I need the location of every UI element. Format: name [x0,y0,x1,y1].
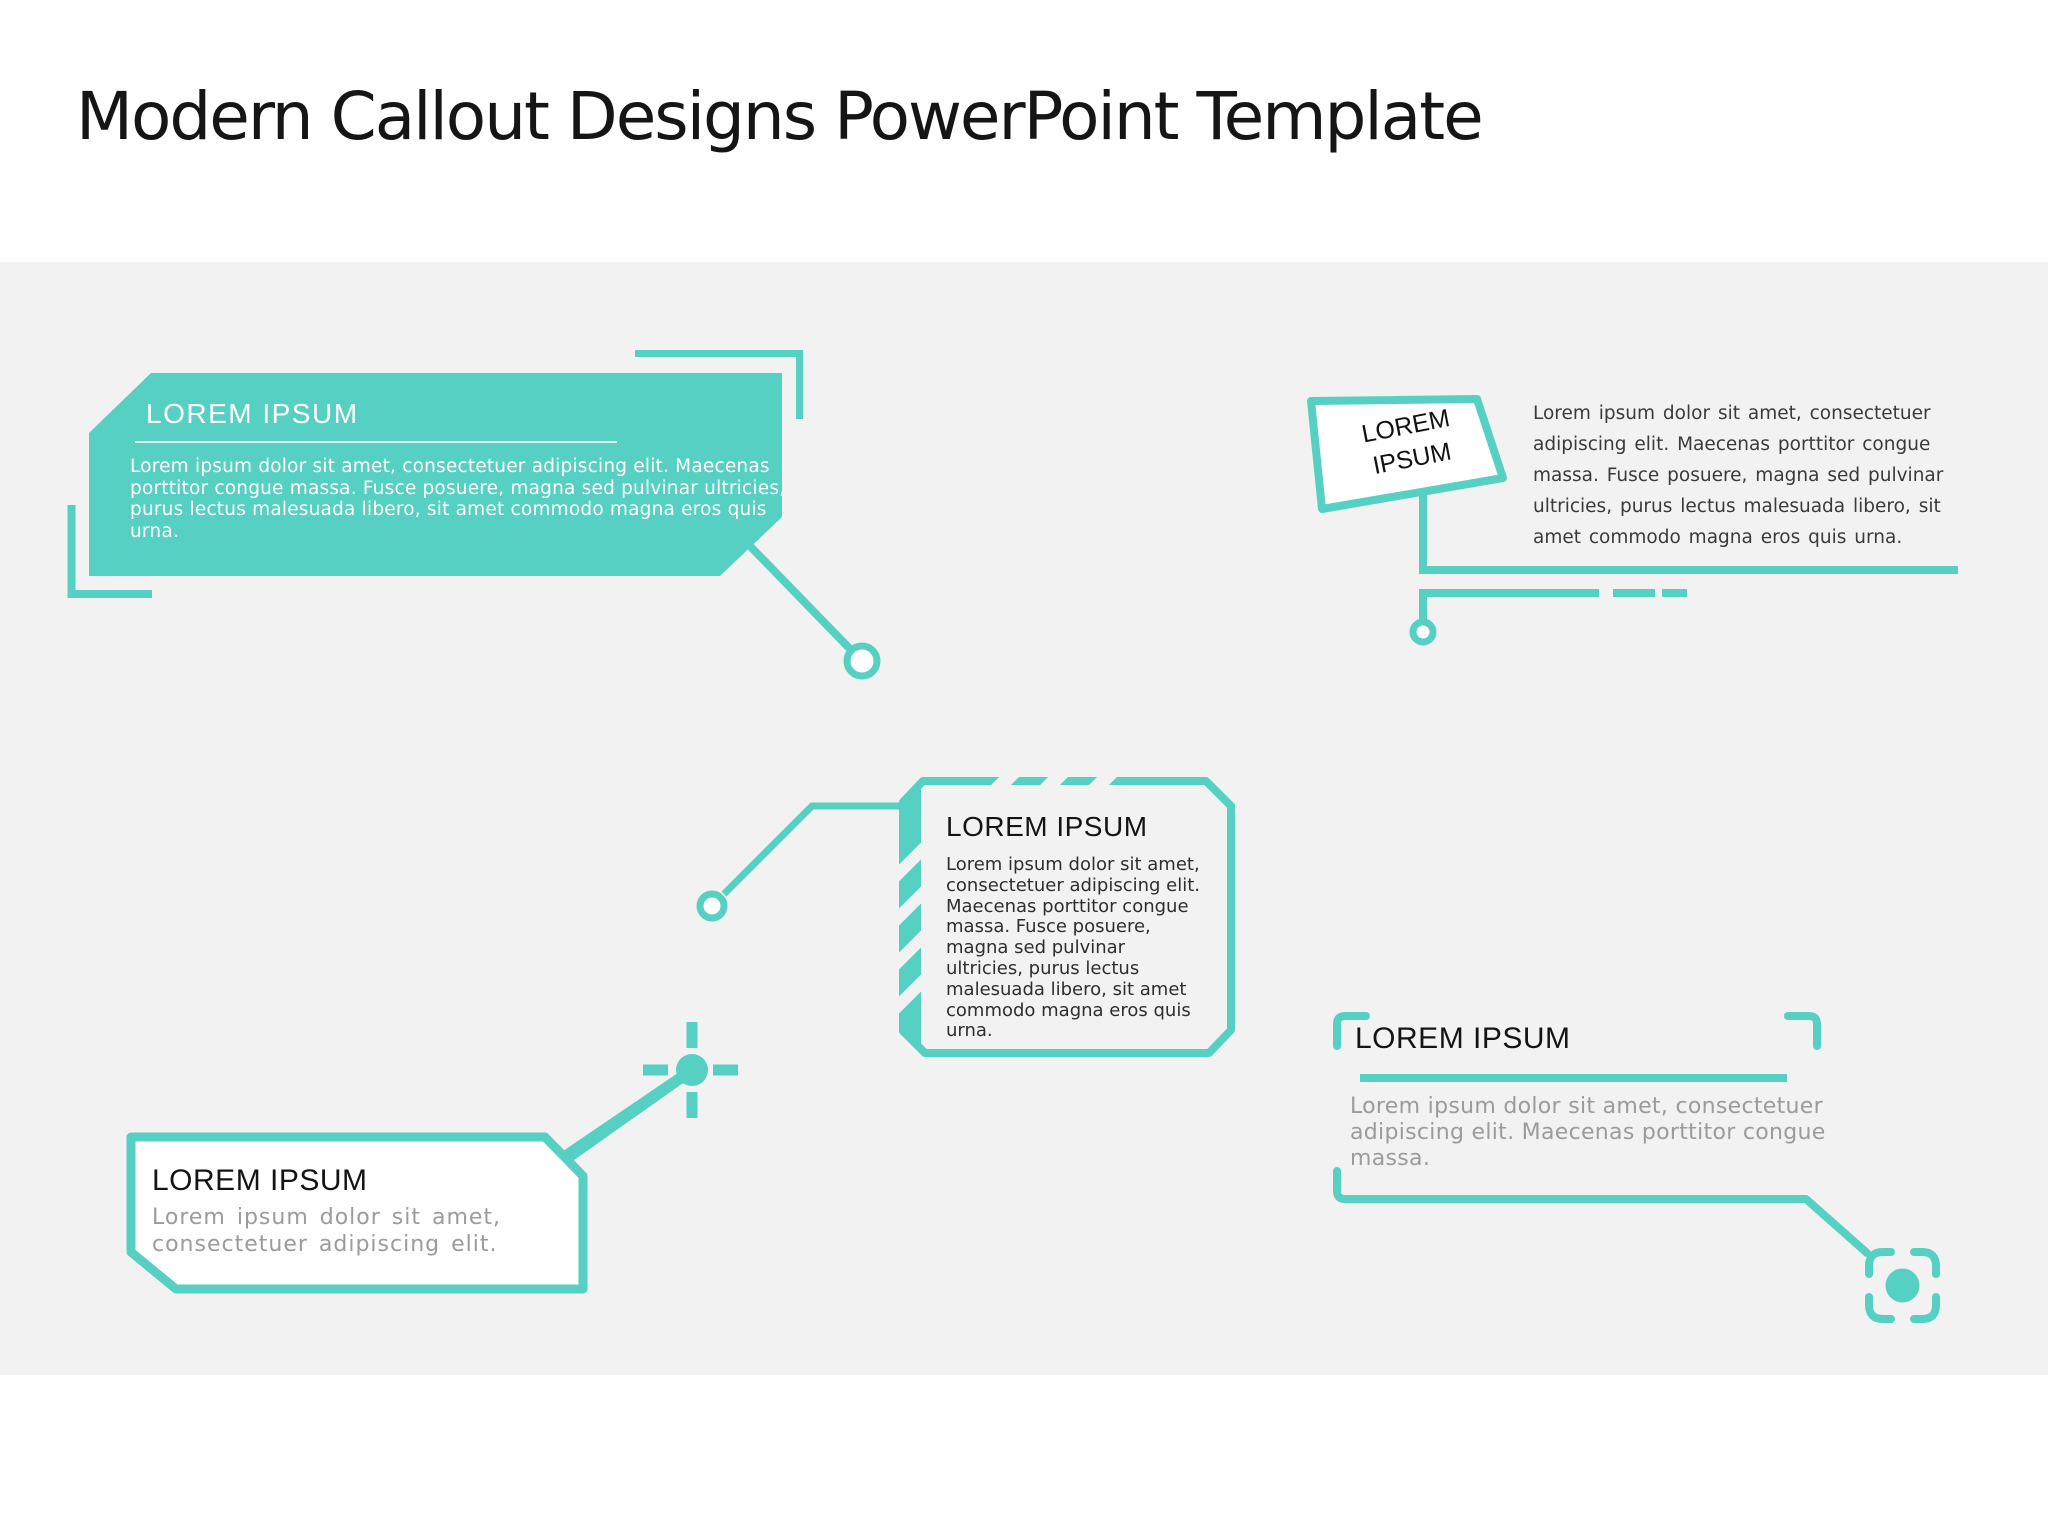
callout1-connector-line [745,541,855,654]
callout1-graphic [67,350,881,680]
target-dot [1885,1268,1920,1303]
crosshair-dot [676,1054,708,1086]
body-line: urna. [130,520,179,542]
callout3-connector-line [721,802,903,897]
callout3-top-gap-1 [986,764,1022,800]
body-line: consectetuer adipiscing elit. [946,874,1201,896]
target-corner-bottom-right [1910,1293,1940,1323]
callout4-crosshair-icon [643,1022,738,1118]
callout4-box-shape [126,1132,588,1294]
crosshair-tick-left [643,1064,668,1076]
callout4-graphic [126,1022,738,1294]
callout2-circle-connector-icon [1409,618,1437,646]
callout2-graphic [1307,395,1958,646]
body-line: massa. Fusce posuere, [946,916,1151,938]
callout3-title: LOREM IPSUM [946,811,1148,842]
callout1-corner-bracket-bottom-left [67,505,152,598]
callout2-body: Lorem ipsum dolor sit amet, consectetuer… [1533,398,1943,553]
crosshair-tick-right [713,1064,738,1076]
callout1-circle-connector-icon [843,642,881,680]
callout3-circle-connector-icon [696,890,728,922]
body-line: magna sed pulvinar [946,937,1126,959]
callout5-title-underline-bar [1360,1074,1787,1082]
callout3-body: Lorem ipsum dolor sit amet, consectetuer… [946,854,1201,1042]
callout1-body: Lorem ipsum dolor sit amet, consectetuer… [130,456,785,542]
callout1-title: LOREM IPSUM [146,398,359,429]
callout4-connector-line-2 [562,1065,696,1164]
callout5-target-icon [1865,1248,1940,1323]
callout5-body: Lorem ipsum dolor sit amet, consectetuer… [1350,1094,1826,1172]
callout5-bottom-bracket-connector [1333,1167,1871,1257]
target-corner-top-left [1865,1248,1895,1278]
callout5-title: LOREM IPSUM [1355,1022,1571,1055]
callout3-top-gap-2 [1035,764,1071,800]
body-line: consectetuer adipiscing elit. [152,1232,498,1257]
body-line: Lorem ipsum dolor sit amet, consectetuer [1350,1094,1823,1119]
body-line: massa. [1350,1146,1431,1171]
body-line: urna. [946,1020,993,1042]
callout5-graphic [1333,1012,1940,1323]
callout4-body: Lorem ipsum dolor sit amet, consectetuer… [152,1204,501,1258]
body-line: massa. Fusce posuere, magna sed pulvinar [1533,465,1944,486]
body-line: purus lectus malesuada libero, sit amet … [130,499,767,520]
target-corner-top-right [1910,1248,1940,1278]
body-line: commodo magna eros quis [946,999,1191,1021]
body-line: adipiscing elit. Maecenas porttitor cong… [1533,434,1931,455]
body-line: Lorem ipsum dolor sit amet, [946,854,1200,875]
body-line: amet commodo magna eros quis urna. [1533,527,1903,548]
body-line: malesuada libero, sit amet [946,978,1187,1000]
callout5-corner-bracket-top-left [1333,1012,1370,1050]
body-line: Lorem ipsum dolor sit amet, [152,1205,502,1230]
callout3-stripe-gap-4 [890,974,930,1014]
body-line: Lorem ipsum dolor sit amet, consectetuer [1533,403,1931,424]
body-line: porttitor congue massa. Fusce posuere, m… [130,477,786,499]
page-title: Modern Callout Designs PowerPoint Templa… [76,78,1484,155]
callout1-corner-bracket-top-right [635,350,803,419]
body-line: Lorem ipsum dolor sit amet, consectetuer… [130,456,770,477]
body-line: ultricies, purus lectus [946,957,1140,979]
callout3-top-gap-3 [1084,764,1120,800]
callout5-corner-bracket-top-right [1784,1012,1821,1050]
callout3-stripe-gap-3 [890,930,930,970]
callout4-title: LOREM IPSUM [152,1164,368,1197]
callout3-stripe-gap-1 [890,842,930,882]
body-line: adipiscing elit. Maecenas porttitor cong… [1350,1120,1826,1145]
target-corner-bottom-left [1865,1293,1895,1323]
crosshair-tick-bottom [686,1092,698,1118]
callout3-stripe-gap-2 [890,886,930,926]
body-line: ultricies, purus lectus malesuada libero… [1533,496,1941,517]
body-line: Maecenas porttitor congue [946,895,1189,917]
callout1-banner-shape [89,373,782,576]
callout3-graphic [696,764,1235,1057]
crosshair-tick-top [686,1022,698,1048]
callout2-sign-shape [1307,395,1507,513]
